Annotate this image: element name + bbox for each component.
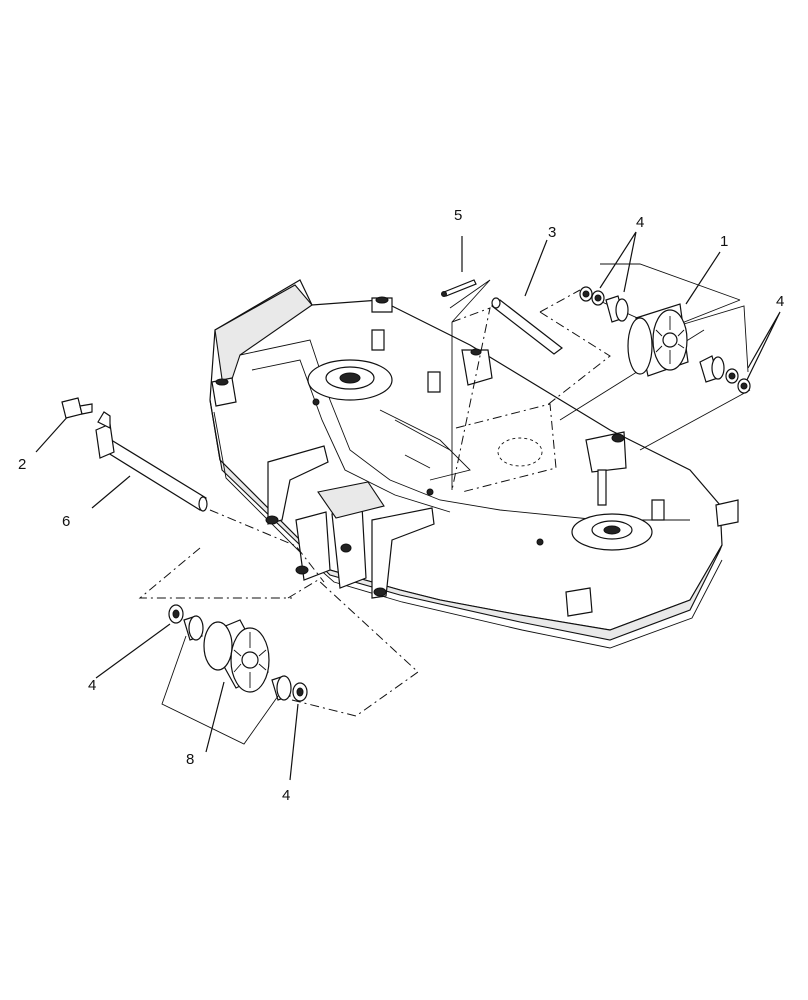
callout-4-right: 4 xyxy=(776,293,784,310)
callout-8: 8 xyxy=(186,751,194,768)
callout-5: 5 xyxy=(454,207,462,224)
part-8-front-roller xyxy=(95,547,419,781)
callout-3: 3 xyxy=(548,224,556,241)
part-2-bolt xyxy=(35,397,93,453)
part-4-hardware-top xyxy=(579,231,637,323)
part-6-axle xyxy=(91,411,208,512)
callout-4-left: 4 xyxy=(88,677,96,694)
part-5-pin xyxy=(441,236,477,297)
callout-2: 2 xyxy=(18,456,26,473)
callout-1: 1 xyxy=(720,233,728,250)
part-3-rod xyxy=(491,239,563,355)
callout-4-bottom: 4 xyxy=(282,787,290,804)
part-1-roller xyxy=(627,251,721,377)
mower-deck xyxy=(209,279,739,649)
callout-6: 6 xyxy=(62,513,70,530)
part-4-hardware-right xyxy=(699,311,781,394)
callout-4-top: 4 xyxy=(636,214,644,231)
